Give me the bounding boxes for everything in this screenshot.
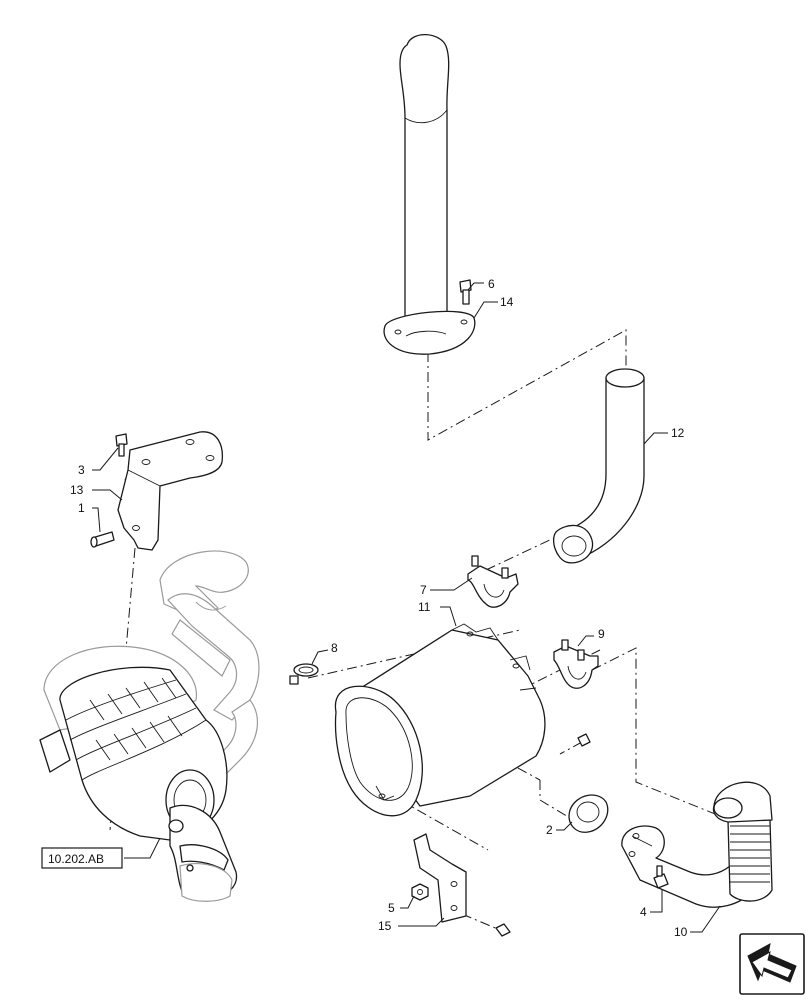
reference-box[interactable]: 10.202.AB <box>41 847 123 869</box>
part-9-u-clamp <box>553 639 599 689</box>
callout-1: 1 <box>78 501 85 515</box>
part-15-support-bracket <box>413 833 467 923</box>
air-cleaner-assembly <box>39 645 238 902</box>
callout-5: 5 <box>388 901 395 915</box>
arrow-icon[interactable] <box>739 933 805 995</box>
callout-7: 7 <box>420 583 427 597</box>
part-4-bolt <box>653 865 669 889</box>
callout-14: 14 <box>500 295 514 309</box>
callout-6: 6 <box>488 277 495 291</box>
part-1-bolt <box>90 531 115 548</box>
callout-15: 15 <box>378 919 392 933</box>
part-11-catalytic-canister <box>334 623 546 817</box>
callout-11: 11 <box>418 600 431 614</box>
part-5-nut <box>411 883 429 901</box>
leader-lines <box>92 282 721 933</box>
callout-4: 4 <box>640 905 647 919</box>
hardware-bolt-mid <box>577 733 591 747</box>
part-7-u-clamp <box>467 555 519 608</box>
callout-10: 10 <box>674 925 688 939</box>
part-6-bolt <box>459 279 472 305</box>
callout-labels: 6 14 12 3 13 1 7 11 8 9 2 4 10 5 15 <box>70 277 688 939</box>
callout-8: 8 <box>331 641 338 655</box>
hardware-bolt-lower <box>495 923 511 937</box>
callout-12: 12 <box>671 426 685 440</box>
part-2-gasket <box>568 794 609 833</box>
part-8-clamp <box>289 663 319 685</box>
part-14-stack-pipe <box>383 33 476 355</box>
callout-13: 13 <box>70 483 84 497</box>
part-3-bolt <box>115 433 128 457</box>
reference-label: 10.202.AB <box>48 852 104 866</box>
callout-3: 3 <box>78 463 85 477</box>
callout-9: 9 <box>598 627 605 641</box>
part-12-bent-pipe <box>552 368 645 564</box>
part-10-flex-elbow-pipe <box>621 781 773 908</box>
part-13-mounting-bracket <box>117 431 224 551</box>
callout-2: 2 <box>546 823 553 837</box>
